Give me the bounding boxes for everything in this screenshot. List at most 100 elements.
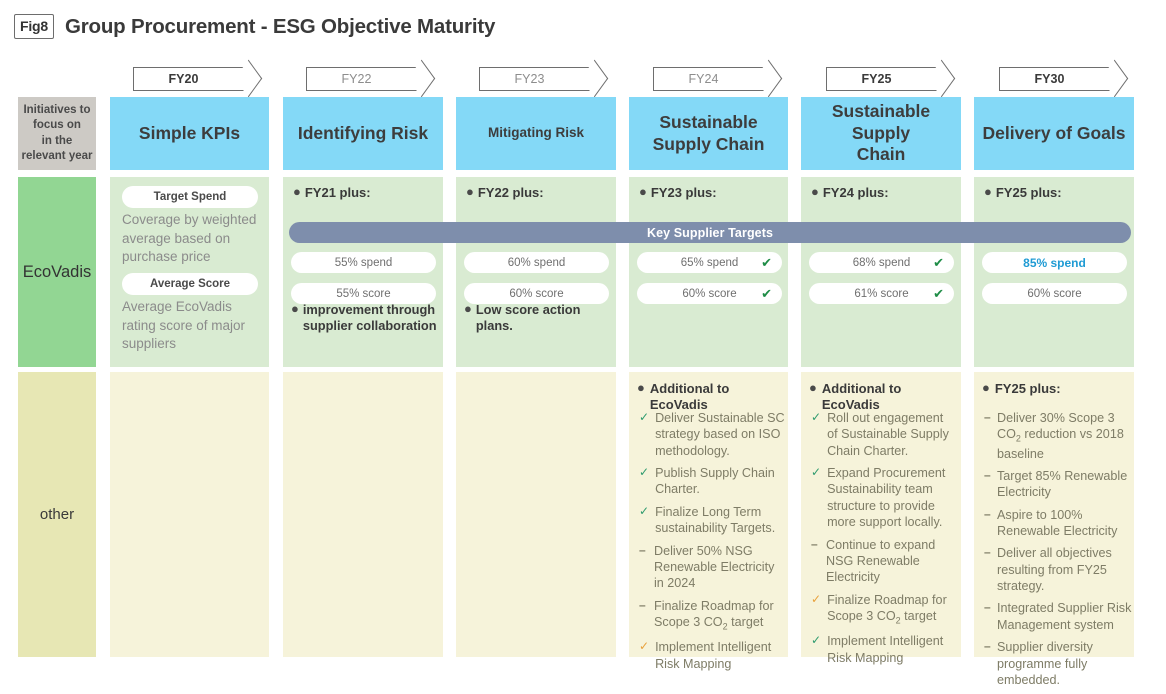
check-icon: ✓ <box>811 591 822 606</box>
row-label-header-line: relevant year <box>21 149 93 162</box>
check-icon: ✓ <box>639 639 650 654</box>
stage-header-fy23: Mitigating Risk <box>456 97 616 170</box>
page-title: Group Procurement - ESG Objective Maturi… <box>64 14 496 38</box>
timeline-arrow-fy30[interactable]: FY30 <box>999 67 1114 91</box>
eco-pill-score-value: 61% score <box>854 287 909 300</box>
stage-header-title: Mitigating Risk <box>487 125 584 141</box>
eco-pill-score-value: 60% score <box>509 287 564 300</box>
other-cell-fy22 <box>283 372 443 657</box>
row-label-header-line: focus on <box>33 119 81 132</box>
kpi-desc-average-score: Average EcoVadis rating score of major s… <box>122 299 246 352</box>
bullet-dot-icon: ● <box>291 301 299 316</box>
stage-header-title: Delivery of Goals <box>982 122 1126 143</box>
list-item: –Deliver 30% Scope 3 CO2 reduction vs 20… <box>984 410 1132 462</box>
list-item-text: Deliver 50% NSG Renewable Electricity in… <box>654 543 775 591</box>
other-list-heading-fy30: ●FY25 plus: <box>982 380 1130 397</box>
other-list-heading-text: Additional to EcoVadis <box>649 381 730 412</box>
row-label-header: Initiatives to focus on in the relevant … <box>18 97 96 170</box>
timeline-arrow-fy22[interactable]: FY22 <box>306 67 421 91</box>
list-item: ✓Roll out engagement of Sustainable Supp… <box>811 410 957 459</box>
eco-plus-text: FY24 plus: <box>822 185 889 200</box>
eco-pill-score-fy25: 61% score ✔ <box>809 283 954 304</box>
dash-icon: – <box>811 536 818 551</box>
timeline-arrow-label: FY22 <box>341 72 372 86</box>
eco-pill-spend-fy30: 85% spend <box>982 252 1127 273</box>
stage-header-title: Simple KPIs <box>138 122 241 143</box>
other-cell-fy24: ● Additional to EcoVadis ✓Deliver Sustain… <box>629 372 788 671</box>
list-item: ✓Expand Procurement Sustainability team … <box>811 465 957 530</box>
list-item-text: Deliver 30% Scope 3 CO2 reduction vs 201… <box>997 411 1124 461</box>
figure-title-bar: Fig8 Group Procurement - ESG Objective M… <box>14 14 495 39</box>
bullet-dot-icon: ● <box>466 184 474 199</box>
eco-pill-score-value: 60% score <box>682 287 737 300</box>
list-item: ✓Finalize Long Term sustainability Targe… <box>639 504 785 537</box>
eco-plus-text: FY25 plus: <box>995 185 1062 200</box>
check-icon: ✔ <box>761 285 772 301</box>
eco-cell-fy22: ●FY21 plus: 55% spend 55% score ●improve… <box>283 177 443 367</box>
list-item-text: Roll out engagement of Sustainable Suppl… <box>827 411 949 458</box>
bullet-dot-icon: ● <box>464 301 472 316</box>
other-cell-fy23 <box>456 372 616 657</box>
check-icon: ✓ <box>811 465 822 480</box>
list-item: ✓Deliver Sustainable SC strategy based o… <box>639 410 785 459</box>
dash-icon: – <box>984 506 991 521</box>
bullet-dot-icon: ● <box>637 380 645 395</box>
other-list-heading-fy24: ● Additional to EcoVadis <box>637 380 782 412</box>
eco-pill-score-value: 55% score <box>336 287 391 300</box>
stage-header-title: Sustainable Supply Chain <box>831 101 931 165</box>
other-list-heading-text: Additional to EcoVadis <box>821 381 902 412</box>
check-icon: ✓ <box>639 410 650 424</box>
other-list-fy24: ✓Deliver Sustainable SC strategy based o… <box>639 410 785 678</box>
check-icon: ✔ <box>933 285 944 301</box>
list-item-text: Finalize Roadmap for Scope 3 CO2 target <box>827 592 947 626</box>
eco-pill-score-fy22: 55% score <box>291 283 436 304</box>
eco-pill-spend-fy25: 68% spend ✔ <box>809 252 954 273</box>
timeline-arrow-fy24[interactable]: FY24 <box>653 67 768 91</box>
dash-icon: – <box>984 600 991 615</box>
timeline-arrow-fy23[interactable]: FY23 <box>479 67 594 91</box>
row-label-ecovadis: EcoVadis <box>18 177 96 367</box>
check-icon: ✔ <box>933 254 944 270</box>
bullet-dot-icon: ● <box>811 184 819 199</box>
check-icon: ✓ <box>811 633 822 648</box>
eco-pill-spend-value: 65% spend <box>680 256 739 269</box>
list-item: ✓ Implement Intelligent Risk Mapping <box>811 633 957 666</box>
stage-header-fy24: Sustainable Supply Chain <box>629 97 788 170</box>
eco-plus-label-fy22: ●FY21 plus: <box>293 184 437 201</box>
list-item: –Finalize Roadmap for Scope 3 CO2 target <box>639 598 785 634</box>
key-supplier-targets-label: Key Supplier Targets <box>646 225 774 240</box>
bullet-dot-icon: ● <box>639 184 647 199</box>
list-item-text: Continue to expand NSG Renewable Electri… <box>826 537 936 585</box>
eco-cell-fy30: ●FY25 plus: 85% spend 60% score <box>974 177 1134 367</box>
other-list-fy25: ✓ Roll out engagement of Sustainable Supp… <box>811 410 957 672</box>
bullet-dot-icon: ● <box>809 380 817 395</box>
list-item-text: Implement Intelligent Risk Mapping <box>827 634 944 665</box>
timeline-arrow-fy25[interactable]: FY25 <box>826 67 941 91</box>
eco-pill-spend-fy24: 65% spend✔ <box>637 252 782 273</box>
bullet-dot-icon: ● <box>293 184 301 199</box>
dash-icon: – <box>984 545 991 560</box>
dash-icon: – <box>984 639 991 654</box>
stage-header-title: Sustainable Supply Chain <box>652 112 765 154</box>
list-item-text: Deliver all objectives resulting from FY… <box>997 546 1112 594</box>
timeline-arrow-fy20[interactable]: FY20 <box>133 67 248 91</box>
eco-pill-spend-value: 68% spend <box>852 256 911 269</box>
stage-header-fy22: Identifying Risk <box>283 97 443 170</box>
dash-icon: – <box>984 467 991 482</box>
eco-plus-text: FY23 plus: <box>650 185 717 200</box>
eco-note-fy22: ●improvement through supplier collaborat… <box>291 301 443 333</box>
timeline-arrow-label: FY20 <box>168 72 199 86</box>
eco-pill-score-fy30: 60% score <box>982 283 1127 304</box>
stage-header-fy30: Delivery of Goals <box>974 97 1134 170</box>
list-item-text: Finalize Long Term sustainability Target… <box>655 504 776 536</box>
row-label-header-line: Initiatives to <box>23 104 91 117</box>
eco-plus-label-fy25: ●FY24 plus: <box>811 184 955 201</box>
eco-plus-label-fy30: ●FY25 plus: <box>984 184 1128 201</box>
list-item: ✓Publish Supply Chain Charter. <box>639 465 785 498</box>
dash-icon: – <box>984 410 991 424</box>
other-list-heading-fy25: ● Additional to EcoVadis <box>809 380 957 412</box>
other-list-heading-text: FY25 plus: <box>994 381 1061 396</box>
check-icon: ✓ <box>639 465 650 480</box>
eco-plus-label-fy24: ●FY23 plus: <box>639 184 782 201</box>
row-label-header-line: in the <box>41 134 73 147</box>
